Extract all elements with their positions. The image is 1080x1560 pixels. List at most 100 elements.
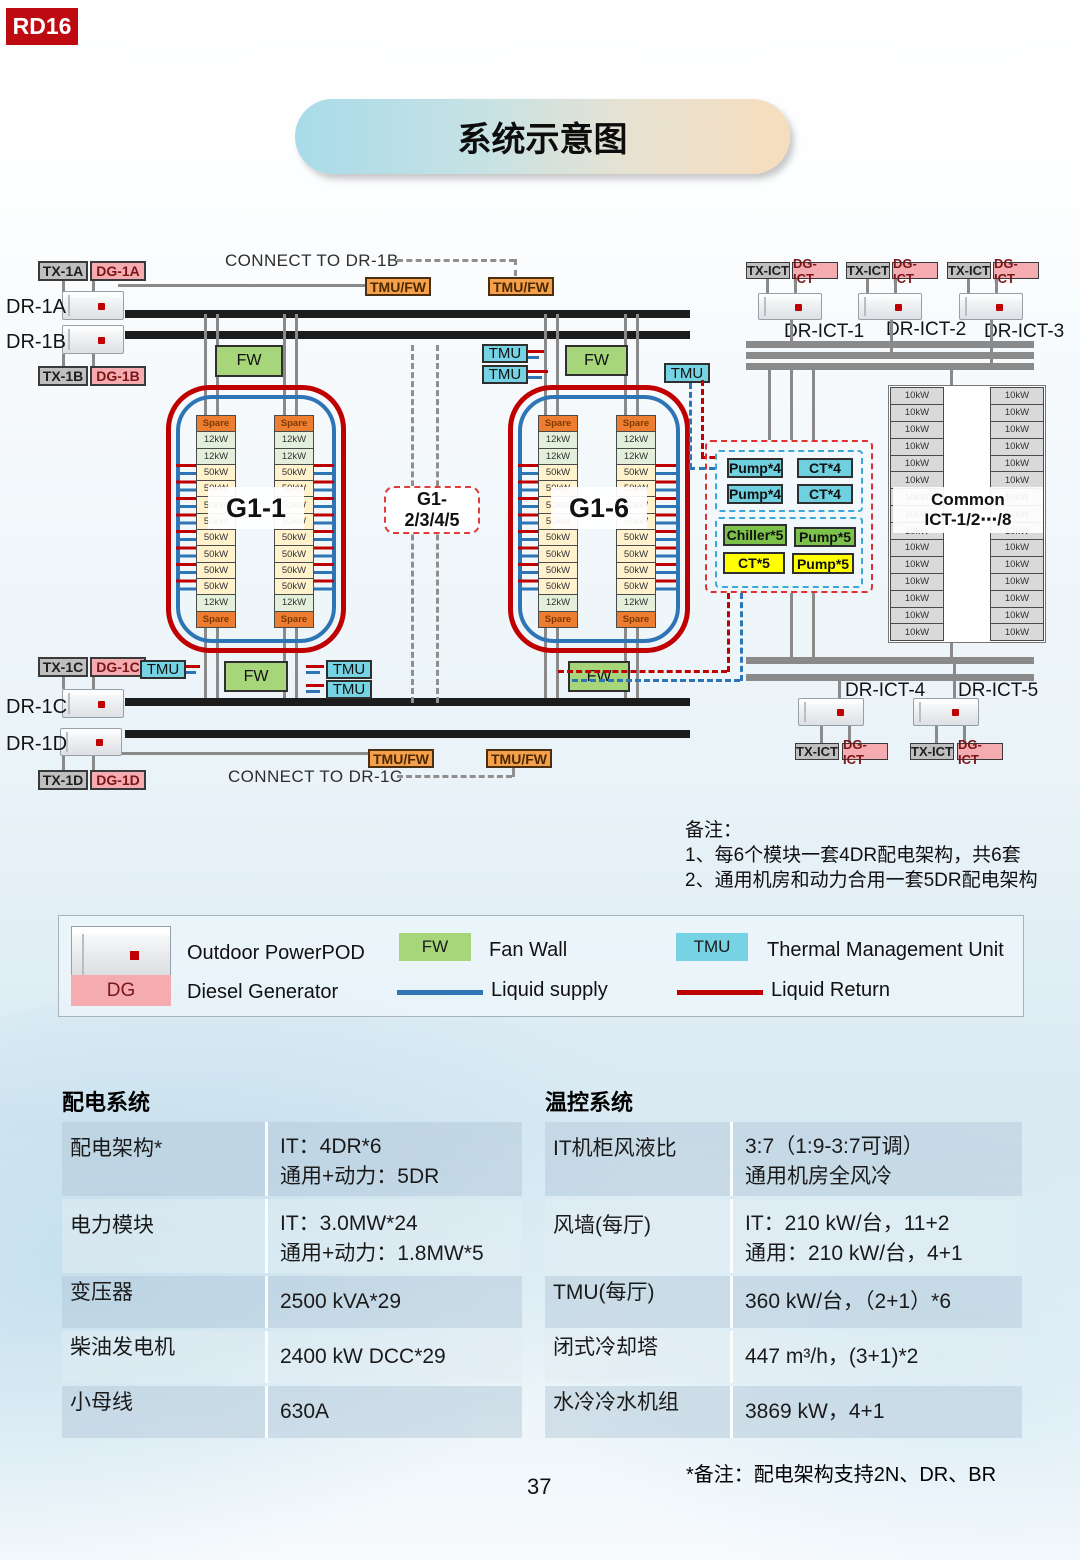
tag-stub — [92, 281, 95, 292]
rack-cell-12kw: 12kW — [616, 431, 656, 449]
pipe-ticks — [518, 464, 538, 596]
tag-stub — [62, 677, 65, 689]
powerpod-dr1d — [60, 728, 122, 756]
tmu-box: TMU — [140, 660, 186, 679]
fan-wall-box: FW — [565, 345, 628, 376]
ict-bus — [746, 674, 1034, 681]
page-tag-rd16: RD16 — [6, 8, 78, 45]
tmu-box: TMU — [664, 363, 710, 383]
pump-box: Pump*5 — [792, 553, 854, 574]
rack-cell-12kw: 12kW — [274, 431, 314, 449]
fan-wall-swatch: FW — [399, 933, 471, 961]
rack-cell-50kw: 50kW — [538, 529, 578, 547]
tag-dg-1d: DG-1D — [90, 770, 146, 790]
rack-cell-50kw: 50kW — [274, 577, 314, 596]
rack-cell-spare: Spare — [538, 415, 578, 433]
ict-bus — [746, 363, 1034, 370]
row-label: 变压器 — [62, 1276, 268, 1328]
rack-cell-50kw: 50kW — [274, 561, 314, 579]
riser-line — [544, 314, 547, 415]
pipe-ticks — [314, 464, 334, 596]
g1-1-label: G1-1 — [208, 487, 304, 529]
rack-cell-50kw: 50kW — [196, 529, 236, 547]
powerpod-dr-ict-3 — [959, 293, 1023, 320]
ict-feeder — [950, 370, 953, 385]
chiller-box: Chiller*5 — [723, 524, 787, 546]
rack-cell-spare: Spare — [274, 415, 314, 433]
page-title: 系统示意图 — [295, 99, 790, 174]
rack-cell-10kw: 10kW — [890, 387, 944, 405]
rack-cell-10kw: 10kW — [890, 606, 944, 625]
rack-cell-10kw: 10kW — [890, 454, 944, 473]
dg-swatch: DG — [71, 975, 171, 1006]
legend-fw-label: Fan Wall — [489, 939, 568, 961]
rack-cell-10kw: 10kW — [890, 589, 944, 608]
tag-stub — [92, 677, 95, 689]
liquid-supply-stub — [528, 356, 539, 359]
row-value: 360 kW/台，（2+1）*6 — [745, 1289, 952, 1313]
riser-line — [636, 628, 639, 698]
row-value: 630A — [280, 1399, 330, 1423]
rack-cell-10kw: 10kW — [990, 589, 1044, 608]
tag-dg-ict: DG-ICT — [892, 256, 938, 286]
tag-tx-ict: TX-ICT — [795, 743, 839, 760]
tmu-box: TMU — [482, 365, 528, 384]
powerpod-label: DR-1D — [6, 733, 68, 755]
g1-1-return-loop — [166, 385, 346, 653]
bus-dr1d — [125, 730, 690, 738]
bus-stub — [890, 320, 893, 352]
riser-line — [556, 314, 559, 415]
return-dashed-pipe — [558, 670, 727, 673]
row-value: 2400 kW DCC*29 — [280, 1344, 446, 1368]
powerpod-label: DR-ICT-4 — [845, 680, 926, 701]
rack-cell-12kw: 12kW — [274, 594, 314, 612]
rack-cell-10kw: 10kW — [890, 539, 944, 557]
tag-stub — [848, 726, 851, 743]
rack-cell-50kw: 50kW — [538, 577, 578, 596]
g1-6-return-loop — [508, 385, 690, 653]
rack-cell-12kw: 12kW — [616, 594, 656, 612]
rack-cell-12kw: 12kW — [538, 447, 578, 465]
return-dashed-pipe — [727, 593, 730, 672]
powerpod-label: DR-1A — [6, 296, 67, 318]
rack-cell-12kw: 12kW — [538, 431, 578, 449]
footer-note: *备注：配电架构支持2N、DR、BR — [686, 1464, 997, 1486]
rack-cell-12kw: 12kW — [538, 594, 578, 612]
rack-cell-50kw: 50kW — [196, 545, 236, 563]
tag-dg-ict: DG-ICT — [957, 737, 1003, 767]
riser-line — [544, 628, 547, 698]
rack-cell-spare: Spare — [196, 415, 236, 433]
liquid-return-stub — [186, 665, 200, 668]
tag-stub — [935, 726, 938, 743]
system-diagram: CONNECT TO DR-1B TMU/FW TMU/FW TMU/FW TM… — [0, 240, 1080, 910]
riser-line — [204, 628, 207, 698]
powerpod-dr1a — [62, 291, 124, 320]
riser-line — [204, 314, 207, 415]
connect-bottom-dash — [512, 768, 515, 777]
tmu-fw-box: TMU/FW — [486, 749, 552, 768]
powerpod-label: DR-ICT-5 — [958, 680, 1039, 701]
ict-feeder — [812, 370, 815, 440]
common-label-line2: ICT-1/2⋯/8 — [924, 510, 1012, 529]
ict-feeder — [768, 370, 771, 440]
table-header: 配电系统 — [62, 1090, 151, 1115]
table-row: 配电架构*IT：4DR*6 通用+动力：5DR — [62, 1122, 522, 1196]
rack-cell-10kw: 10kW — [990, 539, 1044, 557]
chiller-plant-group — [705, 440, 873, 593]
supply-dashed-pipe — [572, 679, 740, 682]
chiller-subgroup — [715, 517, 863, 588]
tag-dg-1c: DG-1C — [90, 657, 146, 677]
supply-dashed-pipe — [689, 383, 692, 469]
tag-stub — [794, 279, 797, 294]
liquid-return-stub — [528, 350, 544, 353]
ict-bus — [746, 352, 1034, 359]
liquid-return-stub — [306, 665, 324, 668]
